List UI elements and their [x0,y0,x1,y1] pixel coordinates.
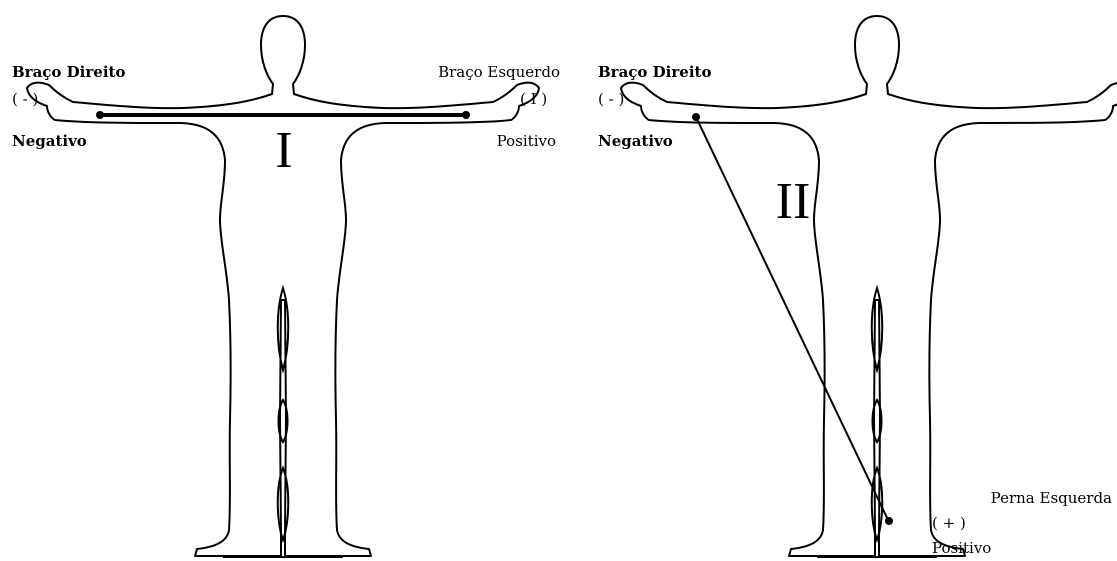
right-arm-title: Braço Direito [598,63,711,81]
left-leg-polarity: Positivo [932,539,991,557]
right-arm-sign: ( - ) [12,90,38,108]
human-body-outline-right [620,15,1117,558]
right-arm-polarity: Negativo [12,132,87,150]
left-leg-title: Perna Esquerda [991,489,1112,507]
right-arm-sign: ( - ) [598,90,624,108]
left-arm-polarity: Positivo [497,132,556,150]
figure-lead-II: II Braço Direito ( - ) Negativo Perna Es… [598,15,1117,558]
left-arm-title: Braço Esquerdo [438,63,560,81]
lead-II-line [695,116,890,523]
lead-numeral: II [776,173,811,230]
left-leg-sign: ( + ) [932,514,966,532]
lead-numeral: I [275,122,292,179]
right-arm-polarity: Negativo [598,132,673,150]
electrode-left-arm [462,111,470,119]
human-body-outline-left [26,15,540,558]
right-arm-title: Braço Direito [12,63,125,81]
electrode-left-leg [885,517,893,525]
electrode-right-arm [96,111,104,119]
figure-lead-I: I Braço Direito ( - ) Negativo Braço Esq… [12,15,560,558]
left-arm-sign: ( I ) [520,90,547,108]
electrode-right-arm [692,113,700,121]
